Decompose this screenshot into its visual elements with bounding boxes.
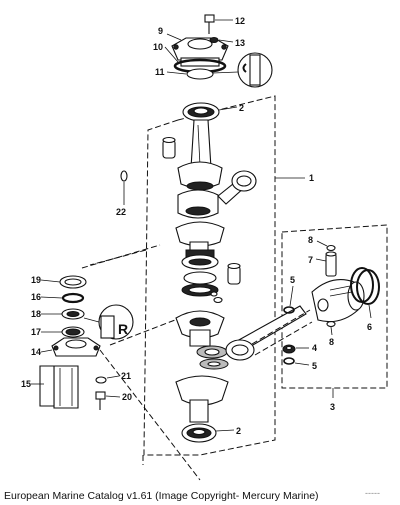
tube-15	[39, 365, 79, 409]
detail-inset-lower: R	[83, 304, 134, 340]
seal-11	[186, 68, 214, 80]
upper-ball-bearing	[182, 102, 220, 122]
callout-4: 4	[312, 343, 317, 353]
callout-16: 16	[31, 292, 41, 302]
detail-inset-upper	[212, 52, 273, 88]
upper-end-cap	[171, 37, 229, 67]
trailing-mark: -----	[365, 488, 380, 498]
piston-rings-6	[350, 267, 380, 305]
washer-13	[209, 37, 219, 43]
screw-20	[95, 391, 106, 410]
callout-1: 1	[309, 173, 314, 183]
wrist-pin-center	[227, 262, 241, 285]
dowel-22	[120, 170, 128, 182]
upper-connecting-rod	[217, 170, 257, 205]
bearing-17	[61, 326, 85, 338]
lock-ring-8-upper	[326, 244, 336, 252]
lock-ring-8-lower	[326, 320, 336, 328]
callout-13: 13	[235, 38, 245, 48]
image-caption: European Marine Catalog v1.61 (Image Cop…	[4, 490, 319, 502]
group-3-dashed-box	[281, 224, 388, 389]
rod-cap-rollers	[199, 358, 229, 370]
callout-12: 12	[235, 16, 245, 26]
wrist-pin-upper	[162, 136, 176, 159]
callout-15: 15	[21, 379, 31, 389]
callout-21: 21	[121, 371, 131, 381]
callout-7: 7	[308, 255, 313, 265]
wrist-pin-7	[325, 251, 337, 277]
callout-5-upper: 5	[290, 275, 295, 285]
thrust-washer-5-upper	[283, 306, 295, 314]
lower-end-cap-14	[51, 337, 101, 357]
thrust-washer-5-lower	[283, 357, 295, 365]
callout-9: 9	[158, 26, 163, 36]
group-1-dashed-box	[143, 95, 276, 456]
callout-22: 22	[116, 207, 126, 217]
cap-screw-12	[204, 14, 215, 34]
inset-letter: R	[118, 321, 128, 337]
callout-19: 19	[31, 275, 41, 285]
callout-20: 20	[122, 392, 132, 402]
callout-10: 10	[153, 42, 163, 52]
callout-6: 6	[367, 322, 372, 332]
lower-ball-bearing	[181, 423, 217, 443]
callout-8-lower: 8	[329, 337, 334, 347]
washer-21	[95, 376, 107, 384]
callout-5-lower: 5	[312, 361, 317, 371]
o-ring-16	[61, 292, 85, 304]
seal-18	[61, 308, 85, 320]
lower-connecting-rod	[225, 305, 313, 361]
callout-14: 14	[31, 347, 41, 357]
callout-18: 18	[31, 309, 41, 319]
callout-2-upper: 2	[239, 103, 244, 113]
callout-17: 17	[31, 327, 41, 337]
seal-19	[59, 275, 87, 289]
needle-bearing-4	[282, 344, 296, 354]
callout-2-lower: 2	[236, 426, 241, 436]
callout-3: 3	[330, 402, 335, 412]
callout-11: 11	[155, 67, 165, 77]
callout-8-upper: 8	[308, 235, 313, 245]
crankshaft	[175, 119, 229, 423]
